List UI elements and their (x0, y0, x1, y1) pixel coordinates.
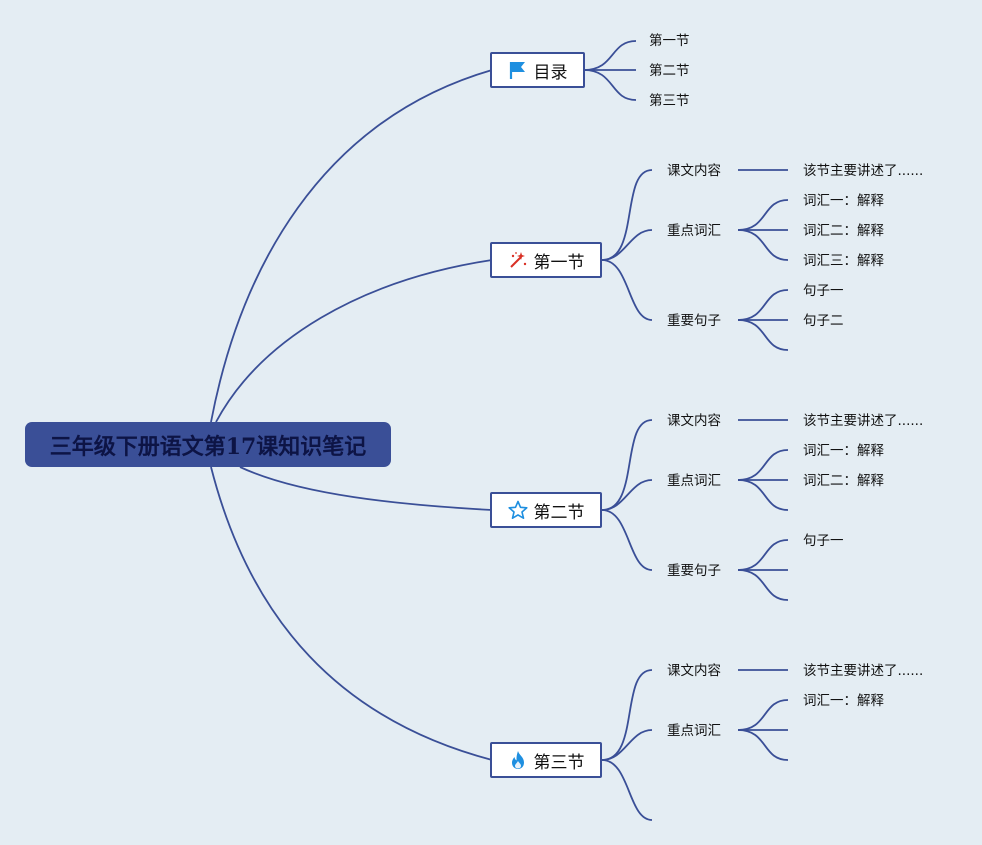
subtopic-key-sentences[interactable]: 重要句子 (667, 563, 721, 579)
link-root-s3 (210, 466, 493, 761)
branch-label: 第二节 (533, 502, 585, 523)
link-root-s1 (215, 259, 493, 423)
leaf-item[interactable]: 词汇一：解释 (803, 693, 884, 709)
flag-icon (508, 60, 528, 80)
fire-icon (508, 750, 528, 770)
leaf-item[interactable]: 词汇一：解释 (803, 443, 884, 459)
leaf-item[interactable]: 句子二 (803, 313, 844, 329)
subtopic-key-sentences[interactable]: 重要句子 (667, 313, 721, 329)
toc-item[interactable]: 第三节 (649, 93, 690, 109)
leaf-item[interactable]: 词汇二：解释 (803, 473, 884, 489)
root-topic[interactable]: 三年级下册语文第17课知识笔记 (25, 422, 391, 467)
sparkles-icon (508, 250, 528, 270)
branch-section-2[interactable]: 第二节 (490, 492, 602, 528)
subtopic-text-content[interactable]: 课文内容 (667, 163, 721, 179)
branch-section-1[interactable]: 第一节 (490, 242, 602, 278)
subtopic-key-vocab[interactable]: 重点词汇 (667, 473, 721, 489)
subtopic-key-vocab[interactable]: 重点词汇 (667, 723, 721, 739)
toc-item[interactable]: 第一节 (649, 33, 690, 49)
subtopic-text-content[interactable]: 课文内容 (667, 413, 721, 429)
leaf-item[interactable]: 词汇一：解释 (803, 193, 884, 209)
branch-label: 第一节 (533, 252, 585, 273)
branch-toc[interactable]: 目录 (490, 52, 585, 88)
leaf-item[interactable]: 句子一 (803, 283, 844, 299)
leaf-item[interactable]: 该节主要讲述了...... (803, 413, 924, 429)
leaf-item[interactable]: 该节主要讲述了...... (803, 163, 924, 179)
link-root-toc (210, 69, 493, 423)
leaf-item[interactable]: 句子一 (803, 533, 844, 549)
branch-section-3[interactable]: 第三节 (490, 742, 602, 778)
subtopic-key-vocab[interactable]: 重点词汇 (667, 223, 721, 239)
link-root-s2 (239, 466, 493, 511)
leaf-item[interactable]: 词汇二：解释 (803, 223, 884, 239)
leaf-item[interactable]: 该节主要讲述了...... (803, 663, 924, 679)
subtopic-text-content[interactable]: 课文内容 (667, 663, 721, 679)
branch-label: 目录 (533, 62, 568, 83)
toc-item[interactable]: 第二节 (649, 63, 690, 79)
branch-label: 第三节 (533, 752, 585, 773)
star-icon (507, 500, 528, 520)
leaf-item[interactable]: 词汇三：解释 (803, 253, 884, 269)
